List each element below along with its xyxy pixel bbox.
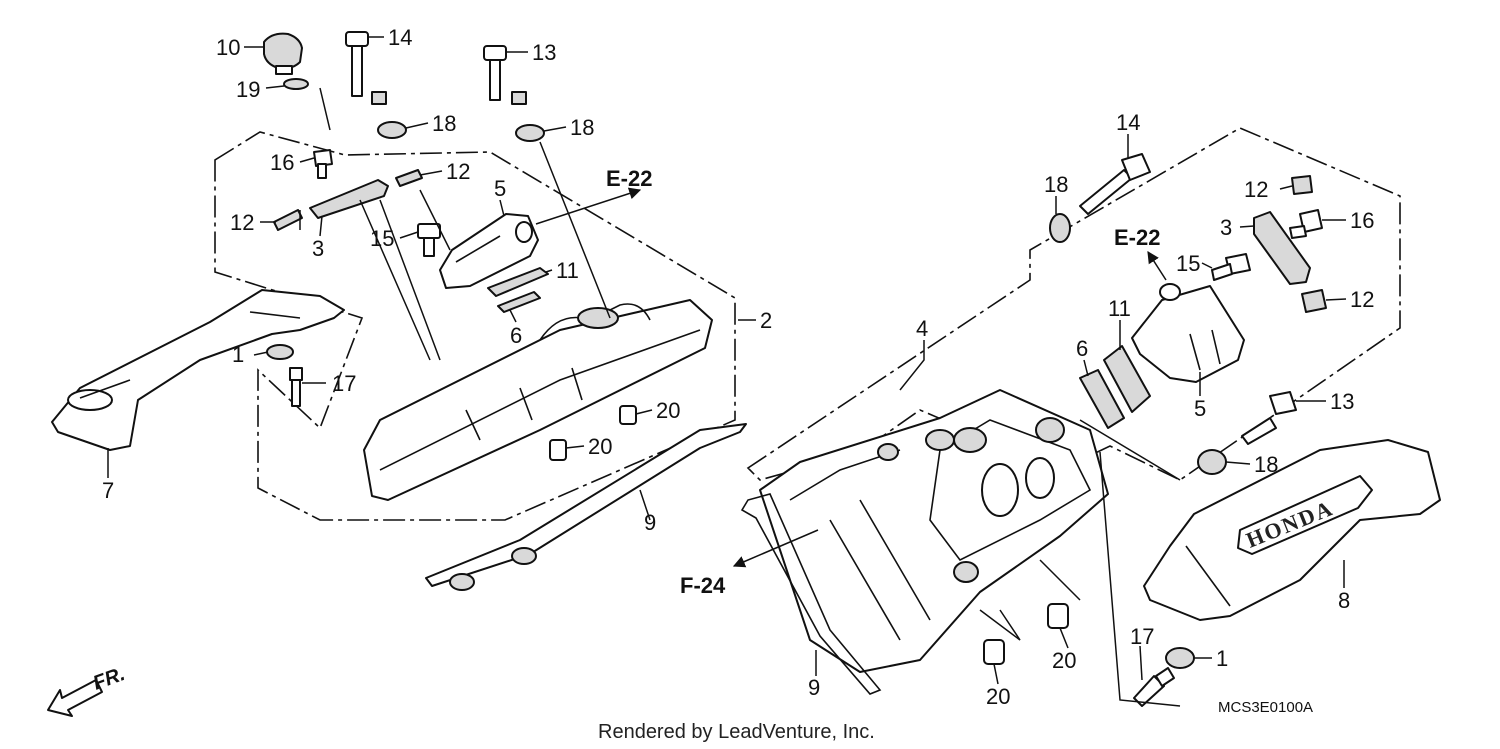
right-leaders [815, 134, 1347, 707]
callout-12: 12 [1350, 287, 1374, 312]
diagram-code: MCS3E0100A [1218, 699, 1313, 716]
grommet-18-right-a [1049, 213, 1071, 243]
side-cover-left [51, 289, 345, 451]
callout-5: 5 [1194, 396, 1206, 421]
credit-line: Rendered by LeadVenture, Inc. [598, 721, 875, 743]
callout-7: 7 [102, 478, 114, 503]
callout-15: 15 [1176, 251, 1200, 276]
collar-20-left-a [619, 405, 637, 425]
callout-14: 14 [1116, 110, 1140, 135]
rubber-12-left-a [395, 169, 423, 187]
bolt-13-left [483, 45, 527, 105]
callout-1: 1 [232, 342, 244, 367]
bolt-15-left [417, 223, 441, 257]
callout-4: 4 [916, 316, 928, 341]
callout-13: 13 [1330, 389, 1354, 414]
reference-e22-top: E-22 [606, 166, 652, 191]
callout-1: 1 [1216, 646, 1228, 671]
collar-20-right-a [1047, 603, 1069, 629]
bolt-17-right [1133, 667, 1175, 707]
left-assembly [51, 31, 756, 591]
callout-20: 20 [1052, 648, 1076, 673]
oil-filler-cap [263, 32, 303, 75]
callout-5: 5 [494, 176, 506, 201]
rubber-12-left-b [273, 209, 303, 231]
plate-6-right [1079, 369, 1125, 429]
head-cover-gasket-left [425, 423, 747, 591]
left-group-outline [214, 131, 736, 521]
front-direction-marker: FR. [47, 663, 128, 717]
bracket-3-right [1253, 211, 1311, 285]
right-group-outline [746, 127, 1401, 481]
front-label: FR. [90, 663, 128, 695]
callout-17: 17 [332, 371, 356, 396]
gasket-11-left [487, 267, 549, 297]
reference-f24: F-24 [680, 573, 726, 598]
bolt-16-right [1289, 209, 1323, 239]
rubber-12-right-a [1291, 175, 1313, 195]
bolt-15-right [1211, 253, 1251, 281]
callout-16: 16 [270, 150, 294, 175]
head-cover-gasket-right [740, 493, 882, 695]
bolt-14-left [345, 31, 387, 105]
collar-20-right-b [983, 639, 1005, 665]
callout-11: 11 [556, 258, 579, 283]
breather-cover-right [1131, 283, 1245, 383]
reference-e22-right: E-22 [1114, 225, 1160, 250]
bolt-14-right [1079, 153, 1151, 215]
callout-3: 3 [312, 236, 324, 261]
callout-13: 13 [532, 40, 556, 65]
collar-20-left-b [549, 439, 567, 461]
callout-18: 18 [570, 115, 594, 140]
bracket-3-left [309, 179, 389, 219]
grommet-18-left-a [377, 121, 407, 139]
callout-9: 9 [644, 510, 656, 535]
callout-17: 17 [1130, 624, 1154, 649]
grommet-18-right-b [1197, 449, 1227, 475]
rubber-12-right-b [1301, 289, 1327, 313]
grommet-18-left-b [515, 124, 545, 142]
callout-20: 20 [986, 684, 1010, 709]
callout-18: 18 [1044, 172, 1068, 197]
callout-8: 8 [1338, 588, 1350, 613]
callout-6: 6 [1076, 336, 1088, 361]
callout-19: 19 [236, 77, 260, 102]
side-cover-right: HONDA [1143, 439, 1441, 621]
plate-6-left [497, 291, 541, 313]
bolt-17-left [289, 367, 303, 407]
callout-12: 12 [230, 210, 254, 235]
callout-11: 11 [1108, 296, 1131, 321]
e22-arrow-right [1147, 250, 1167, 281]
callout-numbers: 10 14 13 19 18 18 16 12 12 5 3 15 11 6 2… [102, 25, 1374, 709]
bolt-16-left [313, 149, 333, 179]
callout-9: 9 [808, 675, 820, 700]
cylinder-head-cover-right [759, 389, 1109, 673]
front-arrow-icon [47, 679, 103, 717]
callout-2: 2 [760, 308, 772, 333]
callout-20: 20 [656, 398, 680, 423]
callout-20: 20 [588, 434, 612, 459]
callout-15: 15 [370, 226, 394, 251]
f24-arrow [732, 529, 819, 568]
callout-12: 12 [446, 159, 470, 184]
callout-6: 6 [510, 323, 522, 348]
callout-18: 18 [1254, 452, 1278, 477]
gasket-11-right [1103, 345, 1151, 413]
callout-10: 10 [216, 35, 240, 60]
bolt-13-right [1241, 391, 1297, 445]
o-ring [283, 78, 309, 90]
left-leaders [107, 36, 756, 521]
callout-3: 3 [1220, 215, 1232, 240]
washer-1-left [266, 344, 294, 360]
e22-arrow-left [535, 187, 642, 225]
breather-cover-left [439, 213, 539, 289]
right-assembly: HONDA [732, 127, 1441, 707]
washer-1-right [1165, 647, 1195, 669]
callout-18: 18 [432, 111, 456, 136]
callout-12: 12 [1244, 177, 1268, 202]
callout-14: 14 [388, 25, 412, 50]
callout-16: 16 [1350, 208, 1374, 233]
